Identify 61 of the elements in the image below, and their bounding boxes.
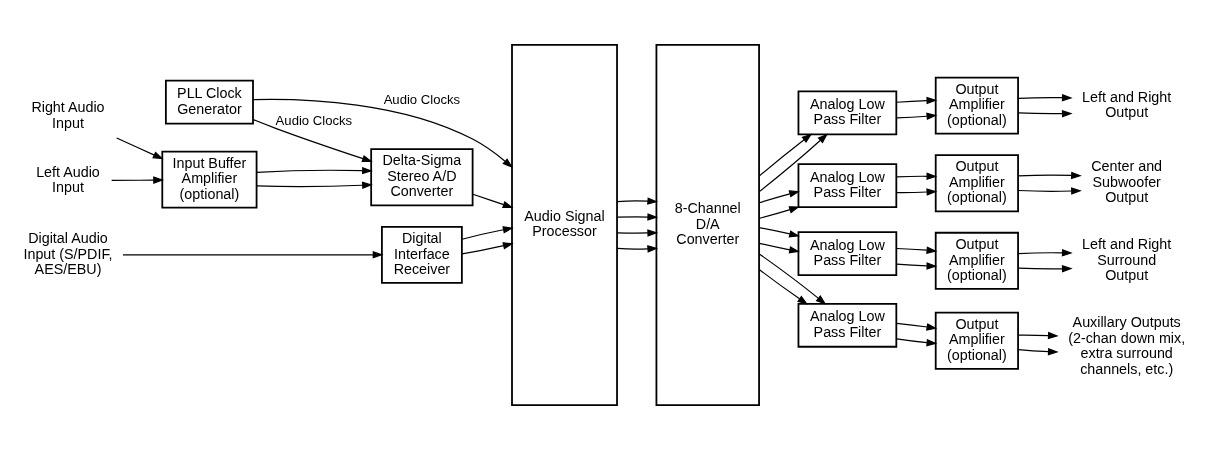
arrow [758, 253, 827, 305]
arrow [256, 181, 373, 189]
node-box: Digital Interface Receiver [381, 225, 463, 284]
arrow [758, 133, 828, 193]
arrow [758, 242, 800, 254]
arrow [111, 176, 164, 184]
node-box: Analog Low Pass Filter [797, 231, 898, 277]
arrow [1017, 265, 1073, 273]
arrow [896, 322, 938, 331]
arrow [256, 166, 373, 175]
arrow [896, 172, 938, 181]
arrow [1017, 347, 1059, 356]
arrow [896, 262, 938, 270]
arrow [616, 213, 659, 221]
arrow [461, 226, 514, 240]
arrow [1017, 249, 1073, 257]
node-box: Audio Signal Processor [511, 43, 618, 407]
arrow [758, 133, 813, 177]
arrow [1017, 109, 1073, 118]
edge-label: Audio Clocks [383, 92, 461, 108]
node-text: Right Audio Input [31, 99, 105, 131]
arrow [461, 242, 514, 255]
arrow [758, 206, 800, 219]
node-text: Left Audio Input [36, 163, 100, 196]
node-text: Auxillary Outputs (2-chan down mix, extra surround channels, etc.) [1068, 314, 1186, 377]
node-box: Input Buffer Amplifier (optional) [161, 150, 258, 209]
arrow [1017, 93, 1073, 102]
node-box: Analog Low Pass Filter [797, 302, 898, 348]
arrow [758, 190, 800, 204]
node-text: Digital Audio Input (S/PDIF, AES/EBU) [23, 230, 113, 278]
arrow [896, 188, 938, 196]
arrow [896, 246, 938, 254]
arrow [758, 268, 809, 305]
arrow [616, 197, 659, 205]
arrow [1017, 187, 1082, 195]
node-text: Center and Subwoofer Output [1091, 158, 1163, 206]
arrow [472, 193, 514, 209]
node-box: PLL Clock Generator [164, 79, 254, 125]
arrow [122, 251, 384, 259]
arrow [1017, 171, 1082, 180]
node-box: Delta-Sigma Stereo A/D Converter [370, 148, 474, 207]
arrow [896, 338, 938, 347]
node-box: Output Amplifier (optional) [934, 154, 1019, 213]
arrow [616, 229, 659, 237]
node-box: 8-Channel D/A Converter [655, 43, 760, 407]
node-box: Analog Low Pass Filter [797, 90, 898, 136]
arrow [896, 112, 938, 121]
node-text: Left and Right Output [1082, 88, 1172, 121]
arrow [116, 137, 164, 160]
arrow [616, 245, 659, 253]
arrow [758, 227, 800, 238]
arrow [252, 119, 373, 163]
arrow [252, 98, 513, 169]
node-box: Analog Low Pass Filter [797, 163, 898, 208]
node-box: Output Amplifier (optional) [934, 231, 1019, 290]
node-box: Output Amplifier (optional) [934, 311, 1019, 370]
node-box: Output Amplifier (optional) [934, 76, 1019, 135]
node-text: Left and Right Surround Output [1082, 235, 1172, 284]
arrow [896, 96, 938, 105]
edge-label: Audio Clocks [275, 112, 353, 128]
arrow [1017, 331, 1059, 340]
